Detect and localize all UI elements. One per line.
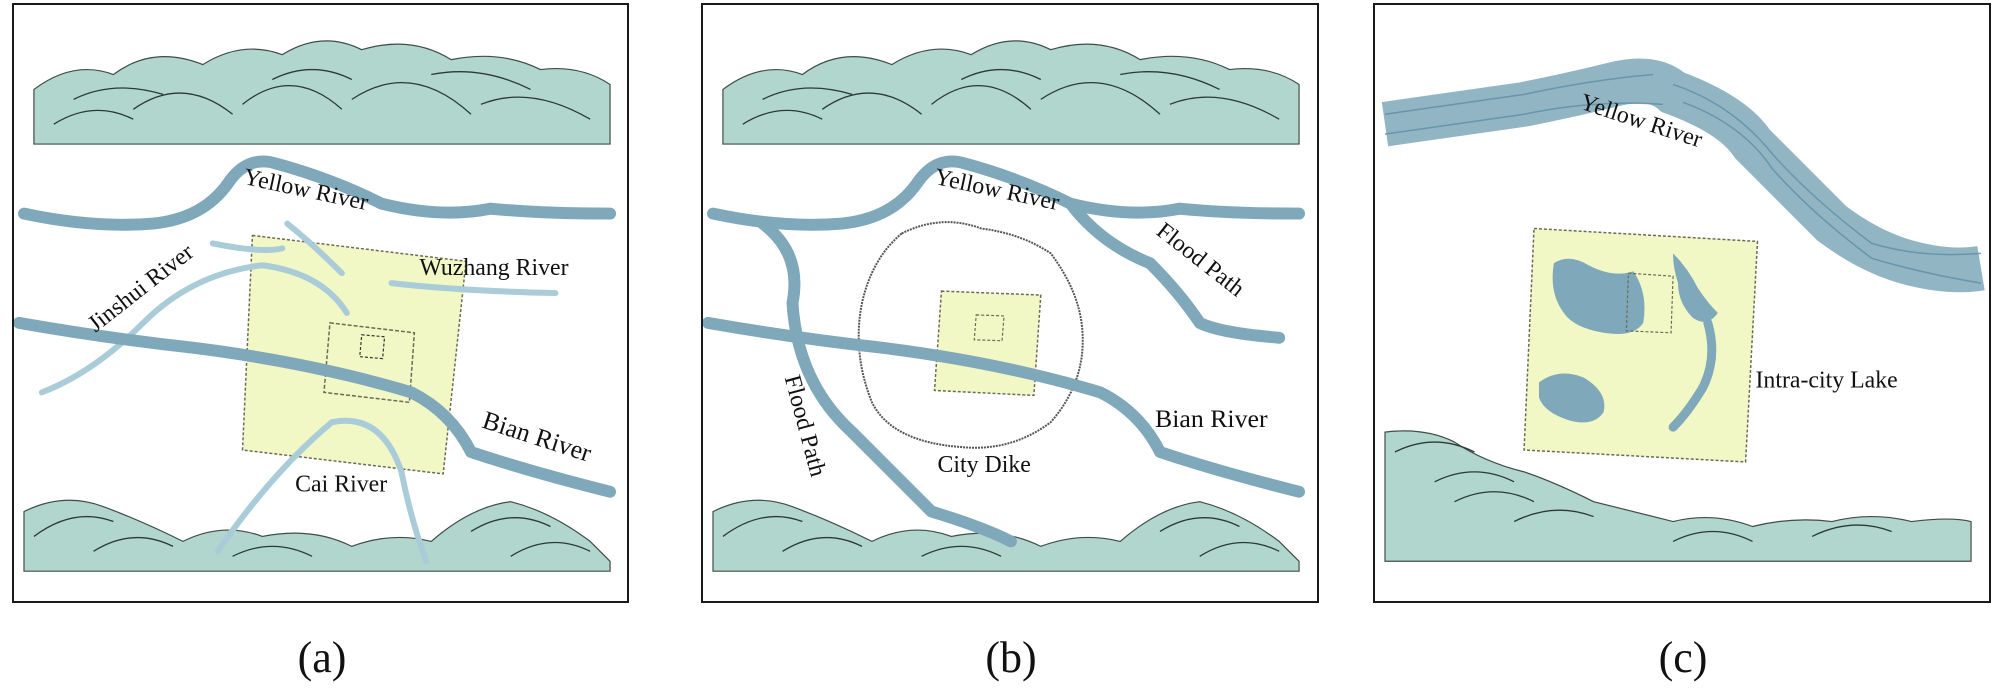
- caption-b: (b): [985, 633, 1037, 682]
- bian-river-line: [14, 316, 617, 498]
- mountains-bottom: [23, 499, 611, 572]
- mountains-bottom: [1384, 430, 1972, 562]
- yellow-river-outline: [1381, 58, 1985, 293]
- panel-b-map: Yellow River Flood Path Flood Path City …: [703, 40, 1306, 572]
- label-city-dike: City Dike: [937, 452, 1030, 478]
- label-flood-path-right: Flood Path: [1151, 218, 1249, 303]
- label-cai-river: Cai River: [295, 472, 387, 498]
- city-wall: [933, 290, 1042, 397]
- mountain-ridges-bottom: [722, 515, 1280, 557]
- mountains-top: [722, 40, 1300, 145]
- caption-c: (c): [1658, 633, 1708, 682]
- yellow-river-line: [18, 155, 617, 231]
- yellow-river-band: [1381, 58, 1985, 293]
- mountain-ridges-bottom: [1394, 441, 1892, 542]
- mountains-top: [33, 40, 611, 145]
- panel-a: Yellow River Jinshui River Wuzhang River…: [12, 3, 629, 603]
- city-outer-wall: [241, 234, 467, 475]
- lake-north: [1552, 258, 1645, 335]
- panel-c: Yellow River Intra-city Lake: [1373, 3, 1991, 603]
- label-wuzhang-river: Wuzhang River: [419, 255, 568, 281]
- panel-b: Yellow River Flood Path Flood Path City …: [701, 3, 1319, 603]
- city-dike-line: [857, 221, 1084, 449]
- caption-a: (a): [297, 633, 347, 682]
- mountain-range-bottom: [1384, 430, 1972, 562]
- jinshui-river-line: [38, 262, 350, 396]
- panel-a-map: Yellow River Jinshui River Wuzhang River…: [14, 40, 617, 572]
- lake-southwest: [1538, 373, 1605, 423]
- cai-river-line: [214, 417, 430, 565]
- mountain-range-top: [33, 40, 611, 145]
- mountain-ridges-top: [742, 68, 1280, 125]
- lake-channel: [1668, 318, 1717, 432]
- label-bian-river: Bian River: [1155, 404, 1268, 433]
- flood-path-right-line: [1064, 197, 1286, 344]
- inner-city: [1625, 272, 1674, 334]
- mountain-range-top: [722, 40, 1300, 145]
- label-intra-city-lake: Intra-city Lake: [1756, 367, 1898, 393]
- palace-city: [359, 334, 386, 360]
- lake-east: [1673, 253, 1718, 322]
- wuzhang-river-line: [284, 220, 559, 297]
- bian-river-line: [703, 316, 1306, 498]
- flood-path-left-line: [756, 217, 1017, 548]
- mountain-ridges-bottom: [33, 515, 591, 557]
- mountain-range-bottom: [23, 499, 611, 572]
- panel-c-map: Yellow River Intra-city Lake: [1381, 58, 1985, 562]
- jinshui-river-branch: [209, 240, 286, 254]
- mountain-ridges-top: [53, 68, 591, 125]
- yellow-river-line: [707, 155, 1306, 231]
- yellow-river-currents: [1384, 73, 1982, 284]
